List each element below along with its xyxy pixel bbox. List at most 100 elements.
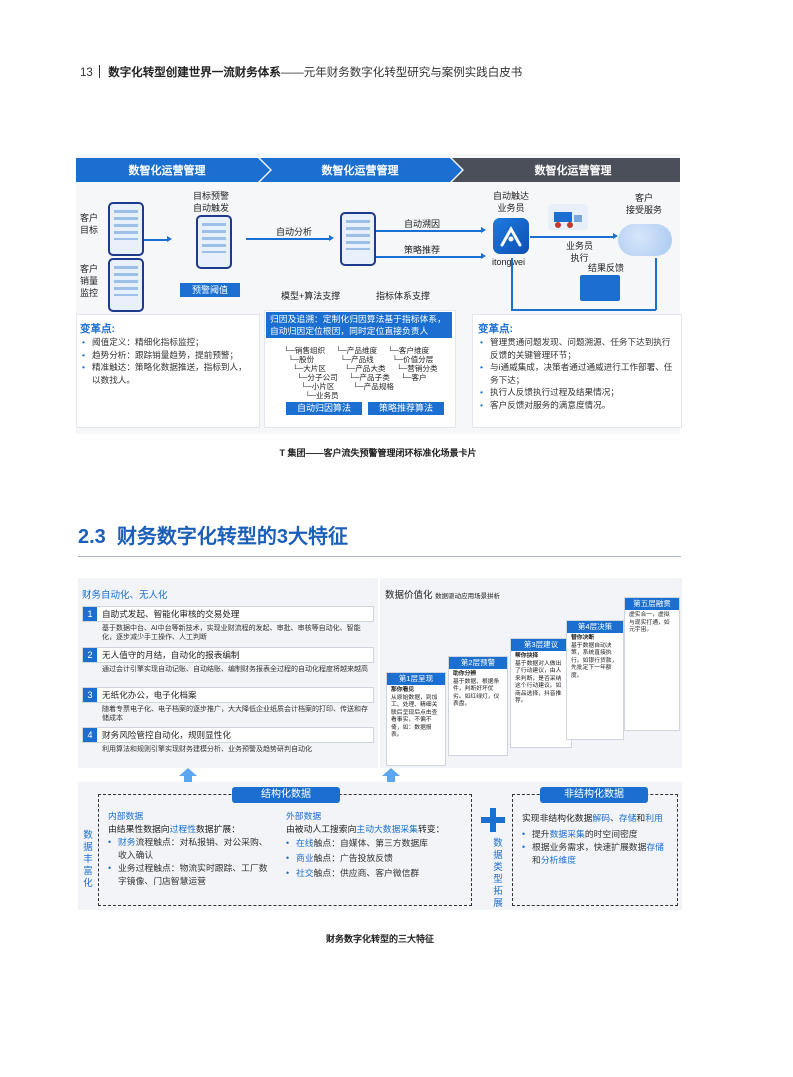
layer-head: 第五层融贯 [625,598,679,610]
text-span: 触点：自媒体、第三方数据库 [313,838,428,848]
layer-body: 帮你抉择基于数据对人做出了行动建议，由人来判断，是否采纳这个行动建议。如商品选择… [511,651,571,708]
change-points-title: 变革点: [80,323,115,335]
cloud-icon [618,224,672,256]
arrow-icon [530,233,618,239]
list-item: 执行人反馈执行过程及结果情况； [480,386,676,399]
phone-icon [108,258,144,312]
feedback-label: 结果反馈 [588,263,625,273]
layer-desc: 基于数据、根据条件，判断好坏优劣。如红绿灯，仪表盘。 [453,678,500,708]
highlight-text: 财务 [118,837,136,847]
itongwei-app-icon [493,218,529,254]
stage-2-label: 数智化运营管理 [321,165,399,177]
stage-chevron-3 [452,158,680,182]
tree-node: └─大片区 [284,364,326,373]
text-span: 由被动人工搜索向 [286,824,357,834]
feature-title: 无人值守的月结，自动化的报表编制 [102,650,240,660]
list-item: 财务流程触点：对私报销、对公采购、收入确认 [108,836,276,862]
app-name-label: itongwei [492,257,526,267]
layer-body: 助你分辨基于数据、根据条件，判断好坏优劣。如红绿灯，仪表盘。 [449,669,507,711]
data-value-heading: 数据价值化 数据驱动应用场景拼析 [385,587,500,601]
internal-data-title: 内部数据 [108,811,144,821]
highlight-text: 社交 [296,868,314,878]
tree-node: └─分子公司 [284,373,338,382]
monitor-icon [580,275,620,301]
feature-row-1: 1 自助式发起、智能化审核的交易处理 [82,606,374,622]
layer-name: 帮你抉择 [515,653,539,659]
layer-name: 替你决断 [571,635,595,641]
external-data-title: 外部数据 [286,811,322,821]
highlight-text: 商业 [296,853,314,863]
list-item: 业务过程触点：物流实时跟踪、工厂数字镜像、门店智慧运营 [108,862,276,888]
feature-number: 1 [83,607,97,621]
tree-node: └─价值分层 [388,355,434,364]
highlight-text: 存储 [618,813,637,823]
phone-icon [340,212,376,266]
delivery-icon [554,212,582,228]
arrow-icon [144,236,172,242]
layer-head: 第4层决策 [567,621,623,633]
stage-chevrons [76,158,680,182]
text-span: 和 [532,855,541,865]
unstructured-list: 提升数据采集的时空间密度 根据业务需求，快速扩展数据存储和分析维度 [522,828,672,867]
layer-name: 那你看见 [391,687,415,693]
list-item: 管理贯通问题发现、问题溯源、任务下达到执行反馈的关键管理环节； [480,336,676,361]
text-span: 实现非结构化数据 [522,813,593,823]
layer-desc: 从原始数据，到加工、处理、精细关联后呈现后点击查看事实，不偏不倚，如：数据报表。 [391,694,438,739]
up-arrow-icon [179,768,197,782]
tree-node: └─产品维度 [336,346,378,355]
internal-data-list: 财务流程触点：对私报销、对公采购、收入确认 业务过程触点：物流实时跟踪、工厂数字… [108,836,276,888]
phone-icon [108,202,144,256]
tree-node: └─产品大类 [336,364,386,373]
stage-chevron-2 [260,158,462,182]
structured-data-pill: 结构化数据 [232,787,340,803]
feedback-line [655,258,657,310]
external-data-block: 外部数据 由被动人工搜索向主动大数据采集转变： 在线触点：自媒体、第三方数据库 … [286,810,466,881]
stage-1-label: 数智化运营管理 [128,165,206,177]
unstructured-lead: 实现非结构化数据解码、存储和利用 [522,812,672,825]
up-arrow-icon [382,768,400,782]
delivery-illustration [548,204,588,230]
tree-node: └─产品规格 [336,382,395,391]
tree-node: └─产品子类 [336,373,390,382]
auto-reach-label: 自动触达 业务员 [493,191,530,213]
layer-1-card: 第1层呈现 那你看见从原始数据，到加工、处理、精细关联后呈现后点击查看事实，不偏… [386,672,446,766]
index-system-label: 指标体系支撑 [376,291,431,301]
text-span: 、 [610,813,619,823]
text-span: 流程触点：对私报销、对公采购、收入确认 [118,837,268,860]
list-item: 社交触点：供应商、客户微信群 [286,866,466,881]
sales-org-tree: └─销售组织 └─股份 └─大片区 └─分子公司 └─小片区 └─业务员 [284,346,339,400]
feature-desc: 利用算法和规则引擎实现财务建模分析、业务预警及趋势研判自动化 [102,746,312,753]
highlight-text: 主动大数据采集 [356,824,418,834]
agent-exec-label: 业务员 执行 [566,241,594,263]
tree-node: └─客户维度 [388,346,430,355]
section-title: 财务数字化转型的3大特征 [116,526,349,548]
list-item: 根据业务需求，快速扩展数据存储和分析维度 [522,841,672,867]
text-span: 触点：供应商、客户微信群 [313,868,420,878]
section-rule [78,556,681,557]
tree-node: └─产品线 [336,355,374,364]
arrow-icon [246,235,334,241]
tree-node: └─客户 [388,373,427,382]
text-span: 的时空间密度 [584,829,638,839]
feature-number: 3 [83,688,97,702]
feature-title: 自助式发起、智能化审核的交易处理 [102,609,240,619]
layer-4-card: 第4层决策 替你决断基于数据自动决策，系统直接执行。如银行贷款，先批定下一年额度… [566,620,624,740]
header-title: 数字化转型创建世界一流财务体系 [108,67,281,79]
data-type-label: 数据类型拓展 [493,838,503,909]
highlight-text: 数据采集 [549,829,585,839]
phone-icon [196,215,232,269]
layer-3-card: 第3层建议 帮你抉择基于数据对人做出了行动建议，由人来判断，是否采纳这个行动建议… [510,638,572,748]
highlight-text: 分析维度 [540,855,577,865]
customer-tree: └─客户维度 └─价值分层 └─营销分类 └─客户 [388,346,438,382]
highlight-text: 在线 [296,838,314,848]
text-span: 由结果性数据向 [108,824,170,834]
layer-desc: 基于数据自动决策，系统直接执行。如银行贷款，先批定下一年额度。 [571,642,618,679]
external-data-list: 在线触点：自媒体、第三方数据库 商业触点：广告投放反馈 社交触点：供应商、客户微… [286,836,466,881]
layer-5-card: 第五层融贯 虚实合一，虚拟与现实打通，如元宇宙。 [624,597,680,731]
layer-body: 替你决断基于数据自动决策，系统直接执行。如银行贷款，先批定下一年额度。 [567,633,623,682]
highlight-text: 解码 [592,813,610,823]
layer-body: 那你看见从原始数据，到加工、处理、精细关联后呈现后点击查看事实，不偏不倚，如：数… [387,685,445,742]
